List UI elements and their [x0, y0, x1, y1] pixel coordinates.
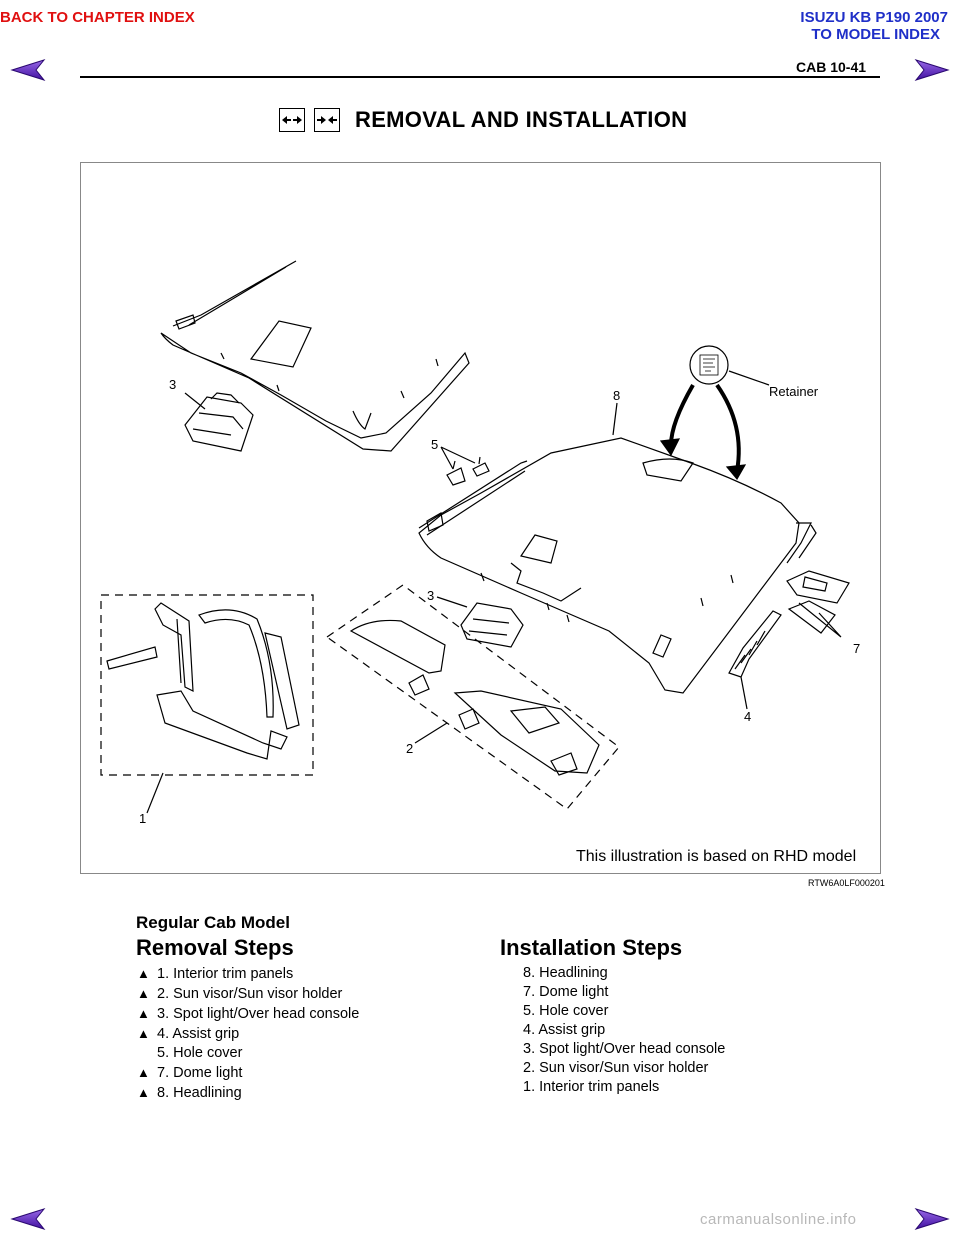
to-model-index-link[interactable]: TO MODEL INDEX — [811, 26, 940, 43]
figure-caption: This illustration is based on RHD model — [576, 848, 857, 865]
important-marker: ▲ — [137, 986, 150, 1001]
leader-3b — [436, 596, 468, 608]
removal-steps-heading: Removal Steps — [136, 935, 294, 960]
headlining-diagram — [100, 260, 850, 814]
installation-step: 1. Interior trim panels — [523, 1079, 660, 1095]
removal-step: ▲8. Headlining — [137, 1085, 242, 1101]
leader-2 — [414, 722, 448, 744]
next-page-arrow-icon[interactable] — [914, 58, 950, 82]
model-name-link[interactable]: ISUZU KB P190 2007 — [800, 9, 948, 26]
leader-4 — [740, 676, 748, 710]
callout-1: 1 — [139, 811, 147, 826]
installation-step: 8. Headlining — [523, 965, 608, 981]
installation-step: 2. Sun visor/Sun visor holder — [523, 1060, 709, 1076]
figure-code: RTW6A0LF000201 — [808, 878, 885, 888]
page-number: CAB 10-41 — [796, 59, 867, 75]
main-headlining-drawing — [418, 437, 817, 694]
previous-page-arrow-icon[interactable] — [10, 1207, 46, 1231]
installation-steps-list: 8. Headlining 7. Dome light 5. Hole cove… — [523, 964, 725, 1097]
callout-2: 2 — [406, 741, 414, 756]
callout-3-lower: 3 — [427, 588, 435, 603]
upper-console-drawing — [184, 392, 254, 452]
leader-5 — [440, 446, 476, 470]
previous-page-arrow-icon[interactable] — [10, 58, 46, 82]
important-marker: ▲ — [137, 1026, 150, 1041]
removal-step: ▲4. Assist grip — [137, 1026, 240, 1042]
dome-light-drawing — [786, 570, 850, 634]
installation-step: 4. Assist grip — [523, 1022, 606, 1038]
removal-step: ▲7. Dome light — [137, 1065, 243, 1081]
installation-steps-heading: Installation Steps — [500, 935, 683, 960]
leader-8 — [612, 402, 618, 436]
leader-1 — [146, 772, 164, 814]
important-marker: ▲ — [137, 1065, 150, 1080]
installation-step: 5. Hole cover — [523, 1003, 609, 1019]
leader-3a — [184, 392, 206, 410]
model-index-block: ISUZU KB P190 2007 TO MODEL INDEX — [800, 9, 948, 43]
removal-arrows-icon — [279, 108, 305, 132]
important-marker: ▲ — [137, 966, 150, 981]
removal-steps-list: ▲1. Interior trim panels ▲2. Sun visor/S… — [137, 964, 359, 1103]
back-to-chapter-index-link[interactable]: BACK TO CHAPTER INDEX — [0, 9, 195, 26]
removal-step: ▲3. Spot light/Over head console — [137, 1006, 360, 1022]
model-name: Regular Cab Model — [136, 913, 290, 932]
next-page-arrow-icon[interactable] — [914, 1207, 950, 1231]
callout-4: 4 — [744, 709, 752, 724]
callout-7: 7 — [853, 641, 861, 656]
watermark-text: carmanualsonline.info — [700, 1211, 857, 1228]
removal-step: ▲1. Interior trim panels — [137, 966, 294, 982]
hole-cover-drawing — [446, 456, 490, 486]
removal-step: ▲2. Sun visor/Sun visor holder — [137, 986, 343, 1002]
page-title: REMOVAL AND INSTALLATION — [355, 107, 688, 132]
callout-8: 8 — [613, 388, 621, 403]
installation-step: 7. Dome light — [523, 984, 609, 1000]
sun-visor-drawing — [325, 584, 620, 810]
callout-3-upper: 3 — [169, 377, 177, 392]
interior-trim-drawing — [100, 594, 314, 776]
callout-retainer: Retainer — [769, 384, 819, 399]
retainer-callout-drawing — [659, 345, 770, 481]
installation-arrows-icon — [314, 108, 340, 132]
important-marker: ▲ — [137, 1006, 150, 1021]
assist-grip-drawing — [728, 610, 782, 678]
header-rule — [80, 76, 880, 78]
leader-7 — [798, 602, 842, 638]
important-marker: ▲ — [137, 1085, 150, 1100]
upper-headlining-drawing — [160, 260, 470, 452]
callout-5: 5 — [431, 437, 439, 452]
exploded-view-figure: 3 8 Retainer 5 3 7 4 2 1 This illustrati… — [80, 162, 881, 874]
lower-console-drawing — [460, 602, 524, 648]
installation-step: 3. Spot light/Over head console — [523, 1041, 726, 1057]
removal-step: 5. Hole cover — [157, 1045, 243, 1061]
